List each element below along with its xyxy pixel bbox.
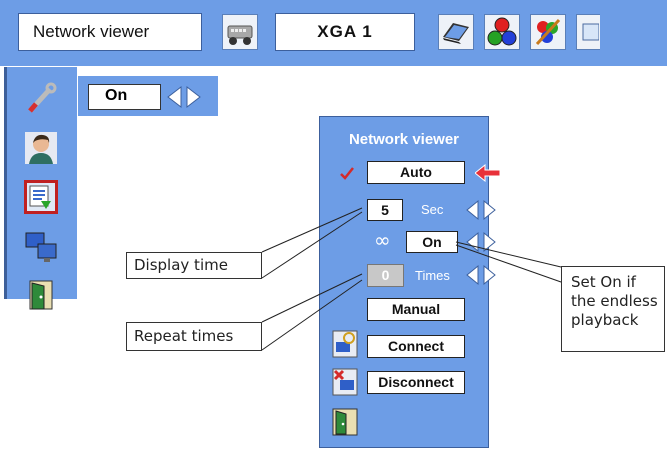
repeat-times-field[interactable]: 0 bbox=[367, 264, 404, 287]
disconnect-icon bbox=[332, 368, 358, 396]
callout-repeat-times: Repeat times bbox=[126, 322, 262, 351]
auto-button[interactable]: Auto bbox=[367, 161, 465, 184]
image-adjust-icon[interactable] bbox=[530, 14, 566, 50]
callout-endless-line-1: Set On if bbox=[571, 273, 636, 291]
monitor-network-icon[interactable] bbox=[24, 230, 58, 264]
display-time-unit: Sec bbox=[421, 202, 444, 217]
connect-button[interactable]: Connect bbox=[367, 335, 465, 358]
callout-display-time: Display time bbox=[126, 252, 262, 279]
repeat-times-unit: Times bbox=[415, 268, 450, 283]
pointer-arrow-icon bbox=[474, 163, 501, 183]
wrench-icon[interactable] bbox=[24, 82, 58, 116]
color-balls-icon[interactable] bbox=[484, 14, 520, 50]
callout-endless-line-3: playback bbox=[571, 311, 639, 329]
quick-value-field: On bbox=[88, 84, 161, 110]
disconnect-button[interactable]: Disconnect bbox=[367, 371, 465, 394]
dialog-title: Network viewer bbox=[348, 131, 460, 148]
callout-endless-line-2: the endless bbox=[571, 292, 658, 310]
network-viewer-icon[interactable] bbox=[24, 180, 58, 214]
display-time-arrows[interactable] bbox=[466, 199, 496, 221]
exit-door-icon[interactable] bbox=[332, 408, 358, 436]
input-source-label: XGA 1 bbox=[275, 13, 415, 51]
keyboard-icon[interactable] bbox=[222, 14, 258, 50]
screen-icon[interactable] bbox=[576, 14, 600, 50]
display-time-field[interactable]: 5 bbox=[367, 199, 403, 221]
endless-symbol: ∞ bbox=[374, 228, 391, 252]
quick-value-arrows[interactable] bbox=[167, 84, 201, 110]
endless-playback-field[interactable]: On bbox=[406, 231, 458, 253]
repeat-times-arrows[interactable] bbox=[466, 264, 496, 286]
exit-door-icon[interactable] bbox=[24, 278, 58, 312]
manual-button[interactable]: Manual bbox=[367, 298, 465, 321]
connect-icon bbox=[332, 330, 358, 358]
check-mark-icon bbox=[340, 165, 354, 180]
person-icon[interactable] bbox=[24, 131, 58, 165]
laptop-icon[interactable] bbox=[438, 14, 474, 50]
menu-title: Network viewer bbox=[18, 13, 202, 51]
callout-endless-playback: Set On if the endless playback bbox=[561, 266, 665, 352]
